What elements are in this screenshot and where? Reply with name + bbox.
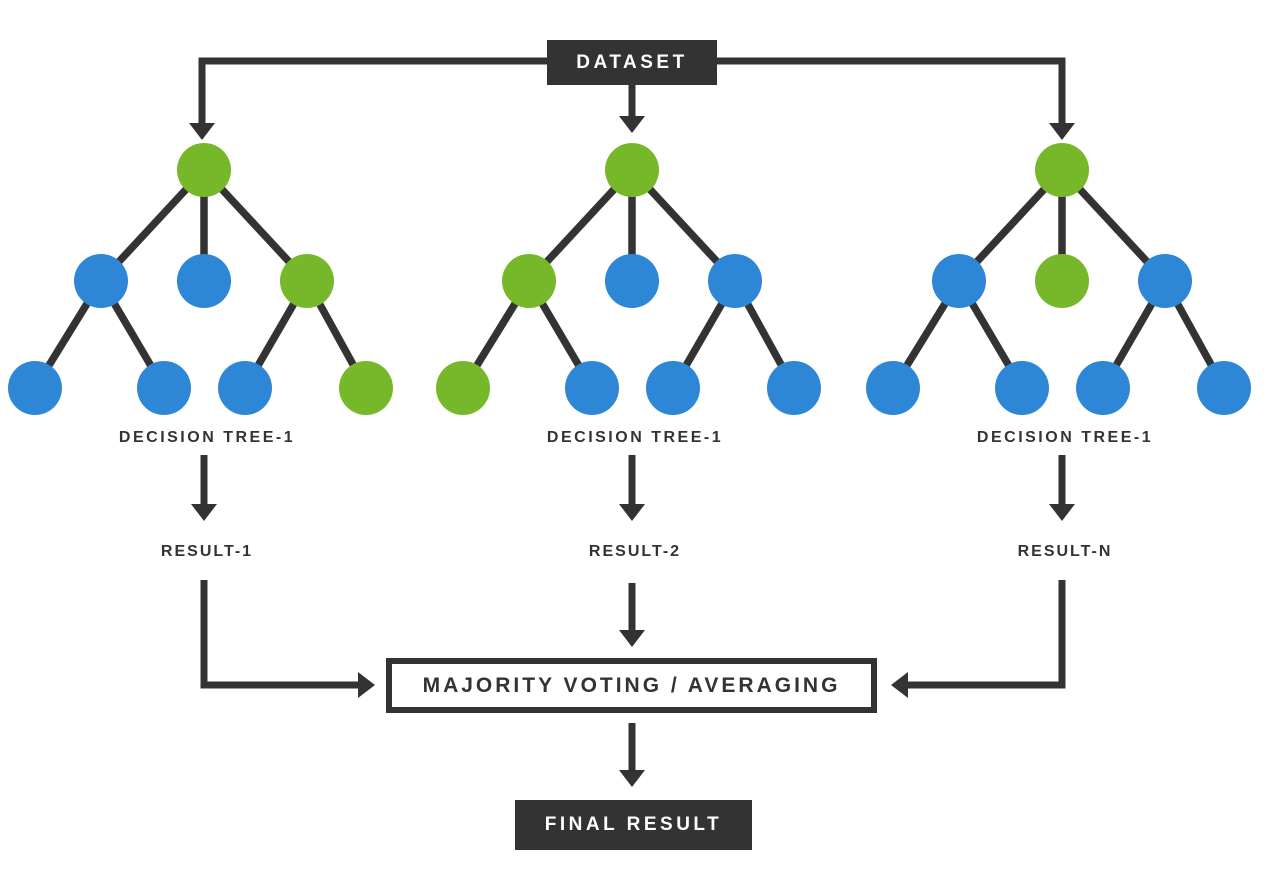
arrowhead-down-icon [619, 630, 645, 647]
result-label-3: RESULT-N [1017, 543, 1113, 560]
tree-node-green [1035, 143, 1089, 197]
decision-tree-label-1: DECISION TREE-1 [118, 429, 296, 446]
tree-node-blue [932, 254, 986, 308]
decision-tree-label-2: DECISION TREE-1 [546, 429, 724, 446]
connector-dataset-to-tree3 [716, 57, 1066, 124]
tree-node-blue [767, 361, 821, 415]
majority-voting-box: MAJORITY VOTING / AVERAGING [386, 658, 877, 713]
connector-resultn-to-majority [908, 580, 1066, 689]
result-label-2: RESULT-2 [588, 543, 682, 560]
arrowhead-down-icon [619, 770, 645, 787]
tree-node-blue [565, 361, 619, 415]
arrowhead-right-icon [358, 672, 375, 698]
result-label-1: RESULT-1 [160, 543, 254, 560]
tree-node-green [339, 361, 393, 415]
tree-node-green [1035, 254, 1089, 308]
arrowhead-left-icon [891, 672, 908, 698]
tree-node-green [177, 143, 231, 197]
tree-node-blue [605, 254, 659, 308]
arrowhead-down-icon [189, 123, 215, 140]
tree-node-blue [708, 254, 762, 308]
arrowhead-down-icon [1049, 504, 1075, 521]
decision-tree-label-3: DECISION TREE-1 [976, 429, 1154, 446]
connector-result1-to-majority [200, 580, 358, 689]
final-result-box: FINAL RESULT [515, 800, 752, 850]
tree-node-blue [74, 254, 128, 308]
tree-node-green [605, 143, 659, 197]
tree-node-blue [8, 361, 62, 415]
arrowhead-down-icon [191, 504, 217, 521]
dataset-box: DATASET [547, 40, 717, 85]
connector-dataset-to-tree1 [198, 57, 548, 124]
arrowhead-down-icon [619, 504, 645, 521]
tree-node-green [502, 254, 556, 308]
tree-node-blue [218, 361, 272, 415]
arrowhead-down-icon [1049, 123, 1075, 140]
tree-node-green [436, 361, 490, 415]
tree-node-blue [866, 361, 920, 415]
tree-node-blue [137, 361, 191, 415]
tree-node-blue [646, 361, 700, 415]
tree-node-blue [995, 361, 1049, 415]
arrowhead-down-icon [619, 116, 645, 133]
tree-node-green [280, 254, 334, 308]
tree-node-blue [1076, 361, 1130, 415]
tree-node-blue [1138, 254, 1192, 308]
tree-node-blue [177, 254, 231, 308]
tree-node-blue [1197, 361, 1251, 415]
